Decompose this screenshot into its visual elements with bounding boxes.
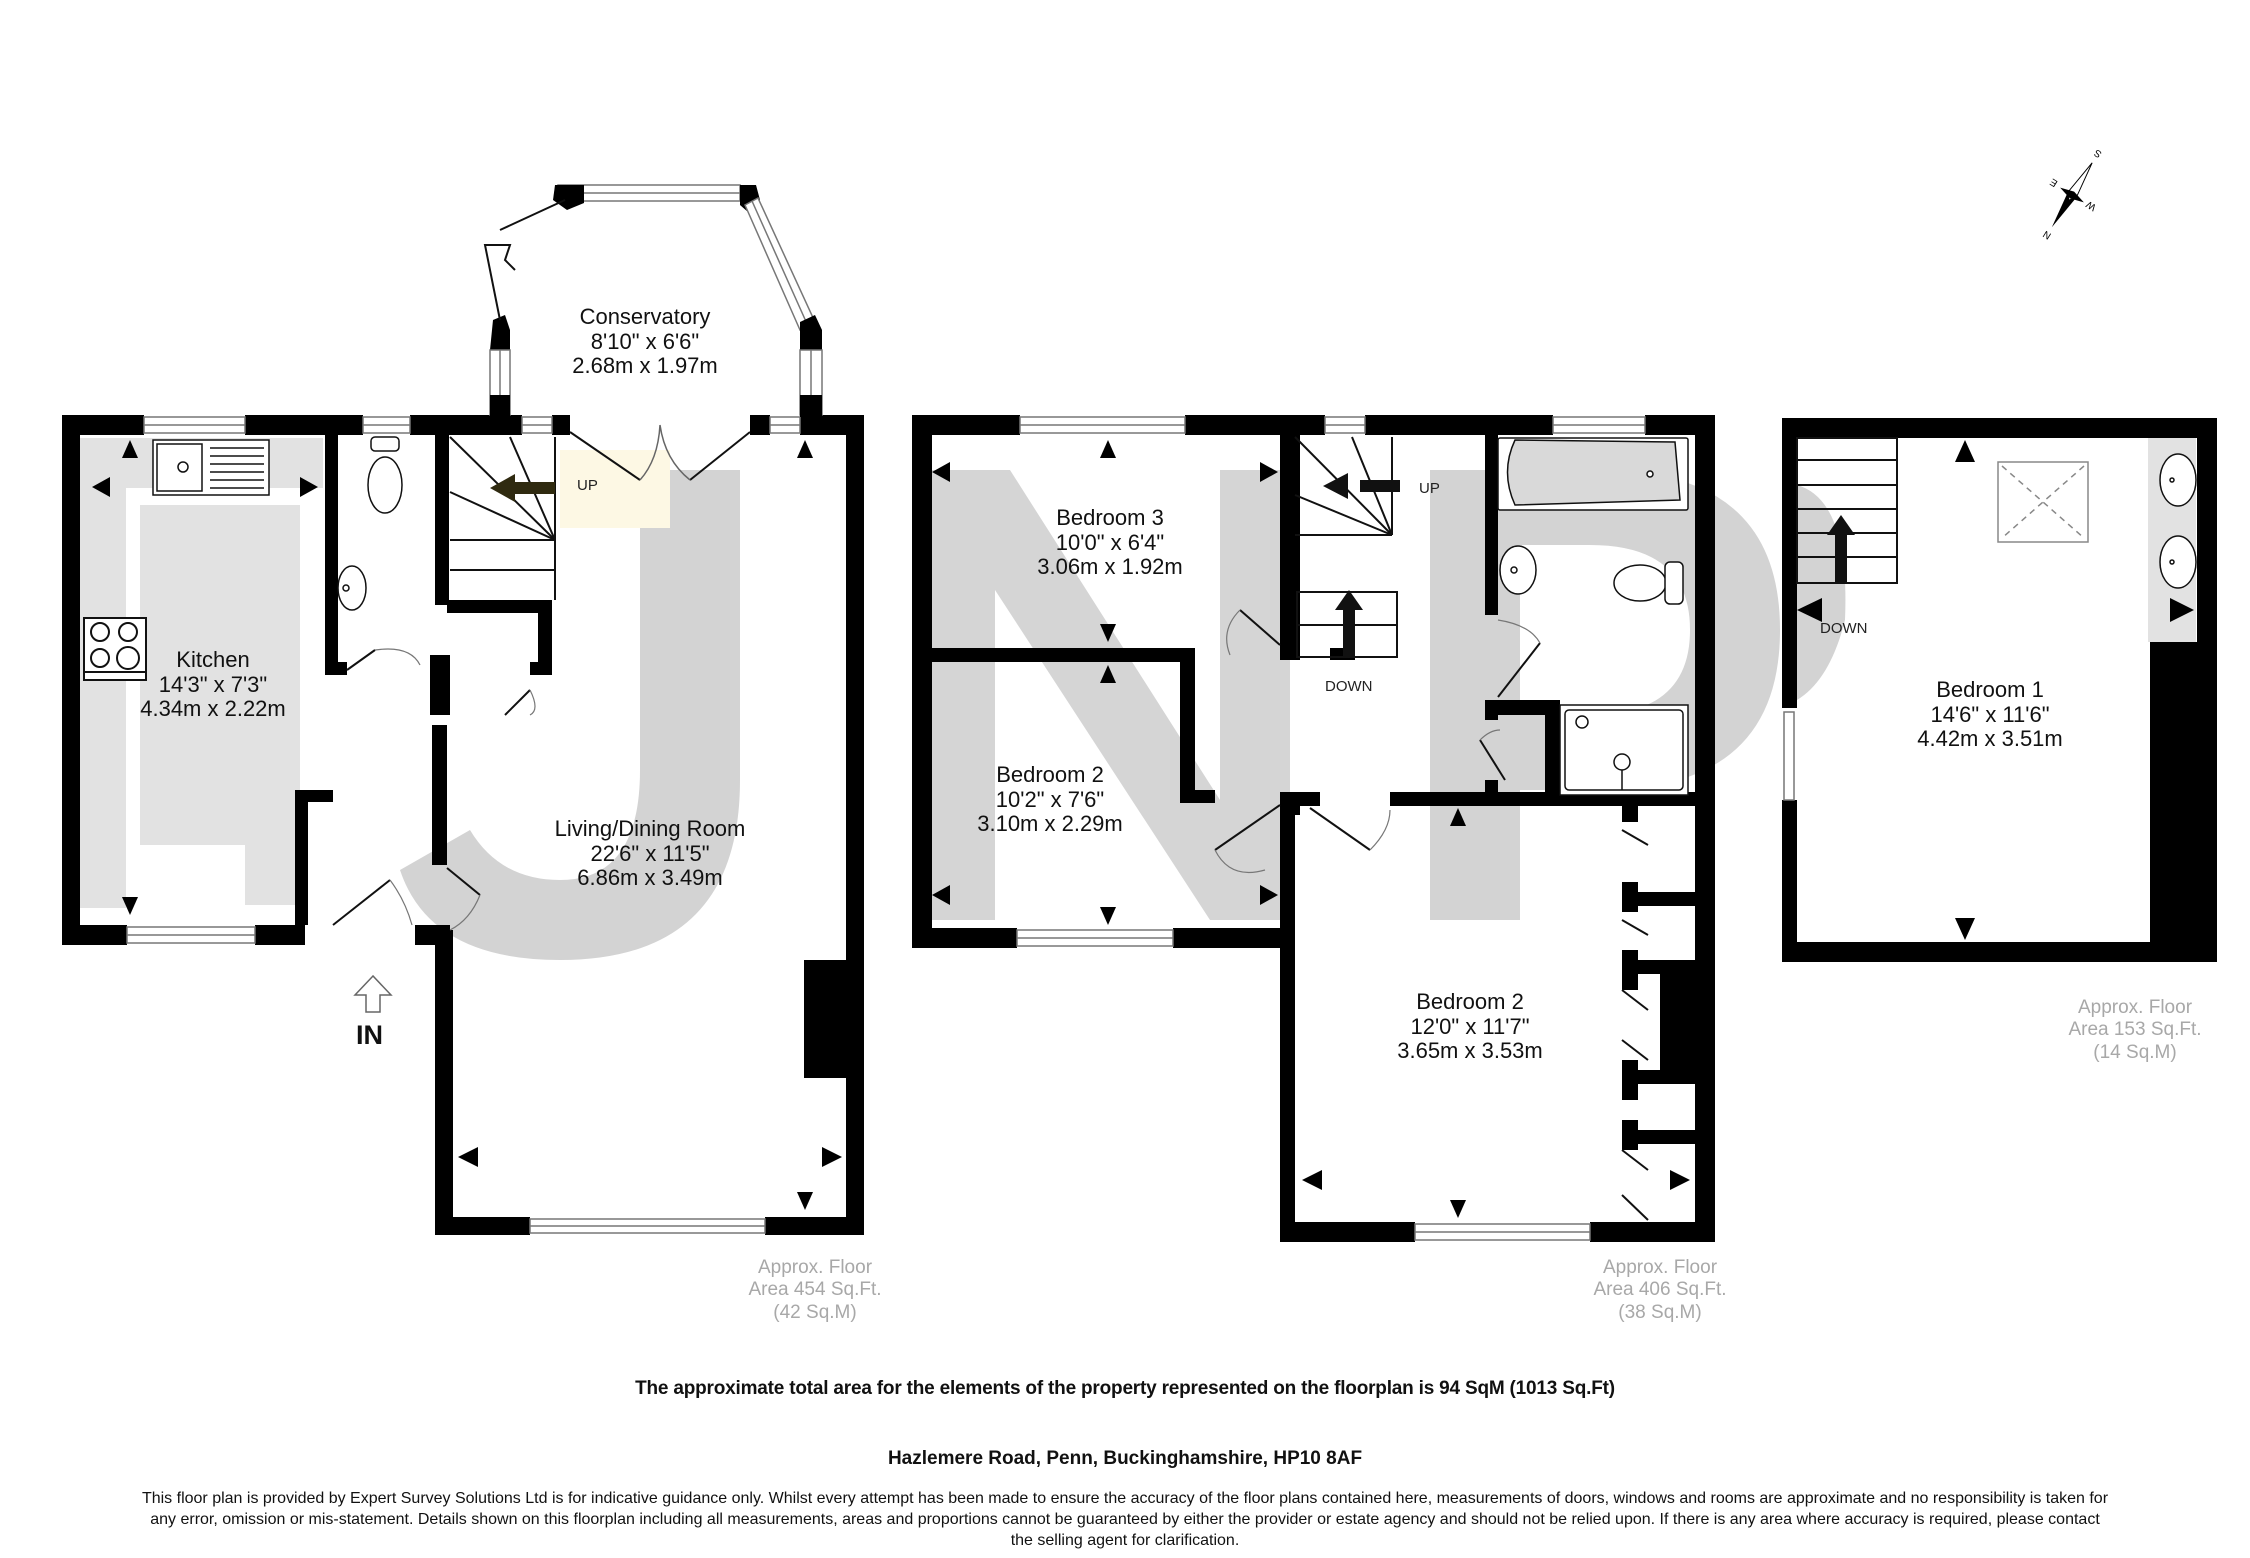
room-imperial: 10'2" x 7'6" (995, 786, 1105, 812)
room-metric: 6.86m x 3.49m (577, 865, 723, 891)
bath-icon (1497, 437, 1689, 511)
room-imperial: 14'6" x 11'6" (1930, 701, 2050, 727)
room-imperial: 10'0" x 6'4" (1055, 529, 1165, 555)
room-name: Conservatory (579, 304, 711, 329)
room-metric: 3.10m x 2.29m (977, 811, 1123, 837)
stairs-up-arrow-icon (1323, 473, 1400, 499)
room-label-bedroom-2-large: Bedroom 2 12'0" x 11'7" 3.65m x 3.53m (1360, 989, 1580, 1064)
stairs-up-arrow-icon (490, 474, 555, 502)
stairs-down-label: DOWN (1325, 678, 1373, 695)
stairs-down-arrow-icon (1335, 590, 1363, 658)
basin-icon (337, 565, 367, 611)
room-name: Bedroom 2 (1416, 989, 1524, 1014)
room-metric: 3.65m x 3.53m (1397, 1038, 1543, 1064)
entrance-label: IN (356, 1020, 383, 1050)
room-metric: 4.42m x 3.51m (1917, 726, 2063, 752)
staircase-ground (449, 436, 556, 600)
disclaimer-line: This floor plan is provided by Expert Su… (141, 1490, 2109, 1507)
room-name: Kitchen (176, 647, 250, 672)
room-imperial: 12'0" x 11'7" (1410, 1013, 1530, 1039)
floor-area-first: Approx. Floor Area 406 Sq.Ft. (38 Sq.M) (1593, 1257, 1727, 1323)
stairs-down-arrow-icon (1827, 515, 1855, 583)
basin-icon (2159, 453, 2197, 589)
stairs-down-label: DOWN (1820, 620, 1868, 637)
entrance-arrow-icon (353, 974, 393, 1013)
total-area-statement: The approximate total area for the eleme… (635, 1378, 1615, 1399)
ground-floor-plan (62, 184, 864, 1235)
sink-icon (152, 439, 270, 496)
room-imperial: 14'3" x 7'3" (158, 671, 268, 697)
second-floor-plan (1782, 418, 2217, 962)
basin-icon (1499, 545, 1537, 595)
hob-icon (83, 617, 147, 681)
room-metric: 4.34m x 2.22m (140, 696, 286, 722)
skylight-icon (1997, 461, 2089, 543)
disclaimer: This floor plan is provided by Expert Su… (40, 1488, 2210, 1551)
room-label-living-dining-room: Living/Dining Room 22'6" x 11'5" 6.86m x… (520, 816, 780, 891)
shower-icon (1559, 704, 1689, 796)
toilet-icon (1613, 561, 1684, 605)
disclaimer-line: any error, omission or mis-statement. De… (150, 1511, 2100, 1529)
room-label-bedroom-2-small: Bedroom 2 10'2" x 7'6" 3.10m x 2.29m (950, 762, 1150, 837)
room-name: Bedroom 2 (996, 762, 1104, 787)
compass-n: N (2041, 228, 2053, 241)
compass-e: E (2048, 175, 2060, 188)
room-imperial: 22'6" x 11'5" (590, 840, 710, 866)
floor-area-ground: Approx. Floor Area 454 Sq.Ft. (42 Sq.M) (748, 1257, 882, 1323)
room-label-bedroom-1: Bedroom 1 14'6" x 11'6" 4.42m x 3.51m (1880, 677, 2100, 752)
stairs-up-label: UP (1419, 480, 1440, 497)
room-metric: 3.06m x 1.92m (1037, 554, 1183, 580)
room-label-conservatory: Conservatory 8'10" x 6'6" 2.68m x 1.97m (555, 304, 735, 379)
property-address: Hazlemere Road, Penn, Buckinghamshire, H… (887, 1448, 1363, 1469)
toilet-icon (367, 436, 403, 514)
room-label-bedroom-3: Bedroom 3 10'0" x 6'4" 3.06m x 1.92m (1000, 505, 1220, 580)
floor-area-second: Approx. Floor Area 153 Sq.Ft. (14 Sq.M) (2068, 997, 2202, 1063)
stairs-up-label: UP (577, 477, 598, 494)
first-floor-plan (912, 415, 1715, 1242)
disclaimer-line: the selling agent for clarification. (1010, 1532, 1240, 1550)
room-label-kitchen: Kitchen 14'3" x 7'3" 4.34m x 2.22m (118, 647, 308, 722)
room-name: Bedroom 1 (1936, 677, 2044, 702)
room-name: Bedroom 3 (1056, 505, 1164, 530)
room-metric: 2.68m x 1.97m (572, 353, 718, 379)
dimension-markers (92, 440, 842, 1210)
room-name: Living/Dining Room (554, 816, 746, 841)
compass-w: W (2084, 198, 2098, 213)
compass-s: S (2092, 146, 2104, 159)
compass-rose-icon: N S W E (2041, 146, 2104, 241)
room-imperial: 8'10" x 6'6" (590, 328, 700, 354)
